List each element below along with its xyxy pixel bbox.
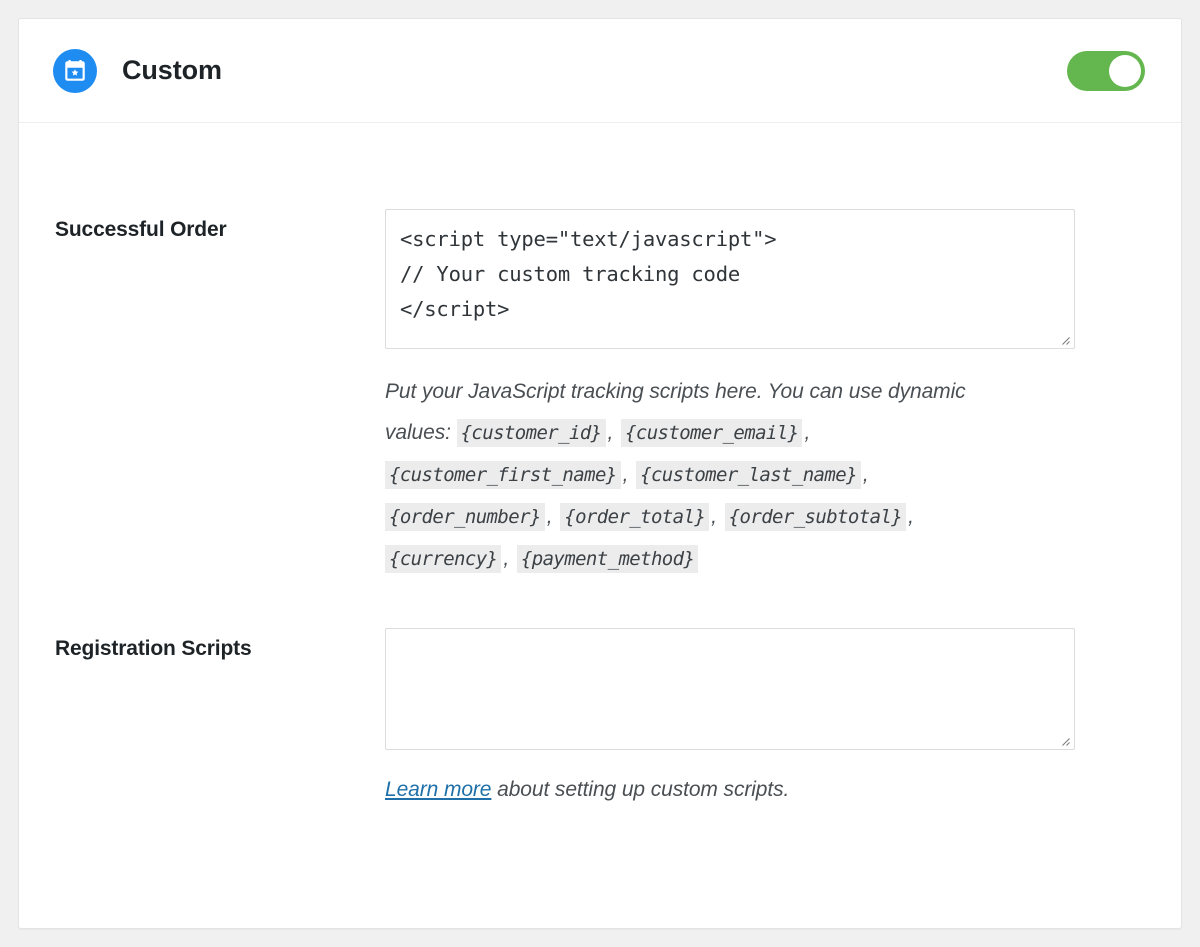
successful-order-label: Successful Order — [55, 218, 227, 241]
learn-more-suffix: about setting up custom scripts. — [497, 778, 790, 801]
token-separator: , — [607, 421, 614, 444]
token-customer-email: {customer_email} — [621, 419, 803, 447]
successful-order-textarea[interactable] — [386, 210, 1074, 348]
token-separator: , — [546, 505, 553, 528]
field-registration-scripts: Registration Scripts Learn more — [19, 628, 1181, 806]
card-header: Custom — [19, 19, 1181, 123]
resize-handle-icon[interactable] — [1055, 330, 1071, 346]
token-currency: {currency} — [385, 545, 502, 573]
enable-custom-toggle[interactable] — [1067, 50, 1145, 91]
token-order-number: {order_number} — [385, 503, 545, 531]
token-separator: , — [862, 463, 869, 486]
token-customer-first-name: {customer_first_name} — [385, 461, 621, 489]
registration-scripts-label: Registration Scripts — [55, 637, 252, 660]
page-title: Custom — [122, 55, 222, 85]
custom-scripts-card: Custom Successful Order — [18, 18, 1182, 929]
successful-order-textarea-wrap[interactable] — [385, 209, 1075, 349]
help-intro: Put your JavaScript tracking scripts her… — [385, 380, 966, 444]
registration-scripts-control: Learn more about setting up custom scrip… — [385, 628, 1075, 806]
registration-scripts-textarea[interactable] — [386, 629, 1074, 749]
calendar-star-icon — [53, 48, 97, 93]
registration-scripts-textarea-wrap[interactable] — [385, 628, 1075, 750]
learn-more-link[interactable]: Learn more — [385, 778, 492, 801]
token-payment-method: {payment_method} — [516, 545, 699, 573]
token-order-total: {order_total} — [560, 503, 710, 531]
token-order-subtotal: {order_subtotal} — [724, 503, 907, 531]
successful-order-control: Put your JavaScript tracking scripts her… — [385, 209, 1075, 580]
token-separator: , — [711, 505, 717, 528]
token-separator: , — [622, 463, 629, 486]
field-successful-order: Successful Order Put your JavaScript tra… — [19, 209, 1181, 580]
token-customer-last-name: {customer_last_name} — [636, 461, 861, 489]
card-body: Successful Order Put your JavaScript tra… — [19, 123, 1181, 806]
token-customer-id: {customer_id} — [456, 419, 606, 447]
token-separator: , — [804, 421, 811, 444]
dynamic-values-help: Put your JavaScript tracking scripts her… — [385, 371, 1025, 580]
toggle-knob — [1109, 54, 1141, 87]
token-separator: , — [908, 505, 914, 528]
resize-handle-icon[interactable] — [1055, 731, 1071, 747]
learn-more-help: Learn more about setting up custom scrip… — [385, 774, 1075, 806]
token-separator: , — [503, 547, 510, 570]
card-header-left: Custom — [53, 48, 1067, 93]
